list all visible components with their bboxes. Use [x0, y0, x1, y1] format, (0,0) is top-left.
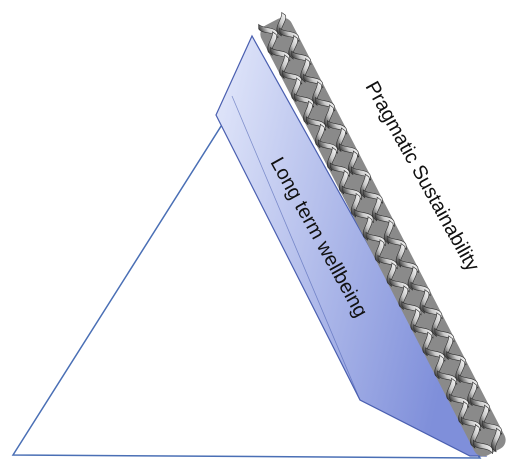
- sustainability-triangle-diagram: Long term wellbeing Pragmatic Sustainabi…: [0, 0, 514, 465]
